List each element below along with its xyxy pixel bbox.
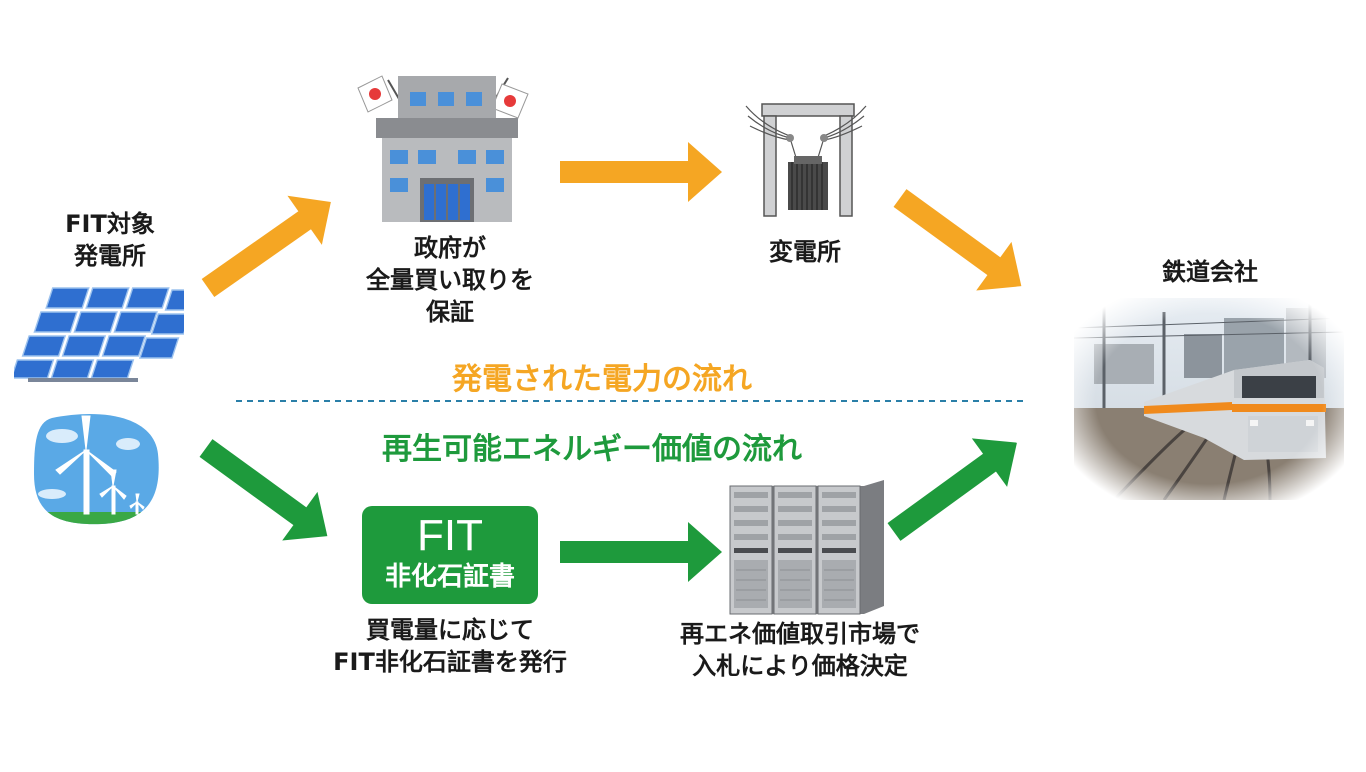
solar-panel-icon <box>14 287 184 382</box>
certificate-issue-label: 買電量に応じて FIT非化石証書を発行 <box>333 616 567 676</box>
power-flow-label: 発電された電力の流れ <box>452 362 752 397</box>
power-arrow-substation-to-railway <box>893 189 1022 291</box>
wind-turbine-icon <box>34 414 159 525</box>
government-label: 政府が 全量買い取りを 保証 <box>366 234 534 326</box>
railway-label: 鉄道会社 <box>1162 258 1258 286</box>
power-arrow-government-to-substation <box>560 142 722 202</box>
fit-badge-sub: 非化石証書 <box>384 562 515 592</box>
fit-badge-main: FIT <box>417 511 483 560</box>
fit-certificate-badge: FIT 非化石証書 <box>362 506 538 604</box>
value-arrow-plant-to-certificate <box>199 439 328 541</box>
market-label: 再エネ価値取引市場で 入札により価格決定 <box>680 620 920 680</box>
government-building-icon <box>357 75 529 222</box>
fit-plant-label: FIT対象 発電所 <box>65 210 155 270</box>
substation-icon <box>745 103 867 217</box>
value-flow-label: 再生可能エネルギー価値の流れ <box>382 432 802 467</box>
server-rack-icon <box>729 480 884 615</box>
value-arrow-certificate-to-market <box>560 522 722 582</box>
train-photo <box>1074 298 1344 500</box>
substation-label: 変電所 <box>769 238 841 266</box>
power-arrow-plant-to-government <box>201 195 331 298</box>
value-arrow-market-to-railway <box>887 438 1017 541</box>
